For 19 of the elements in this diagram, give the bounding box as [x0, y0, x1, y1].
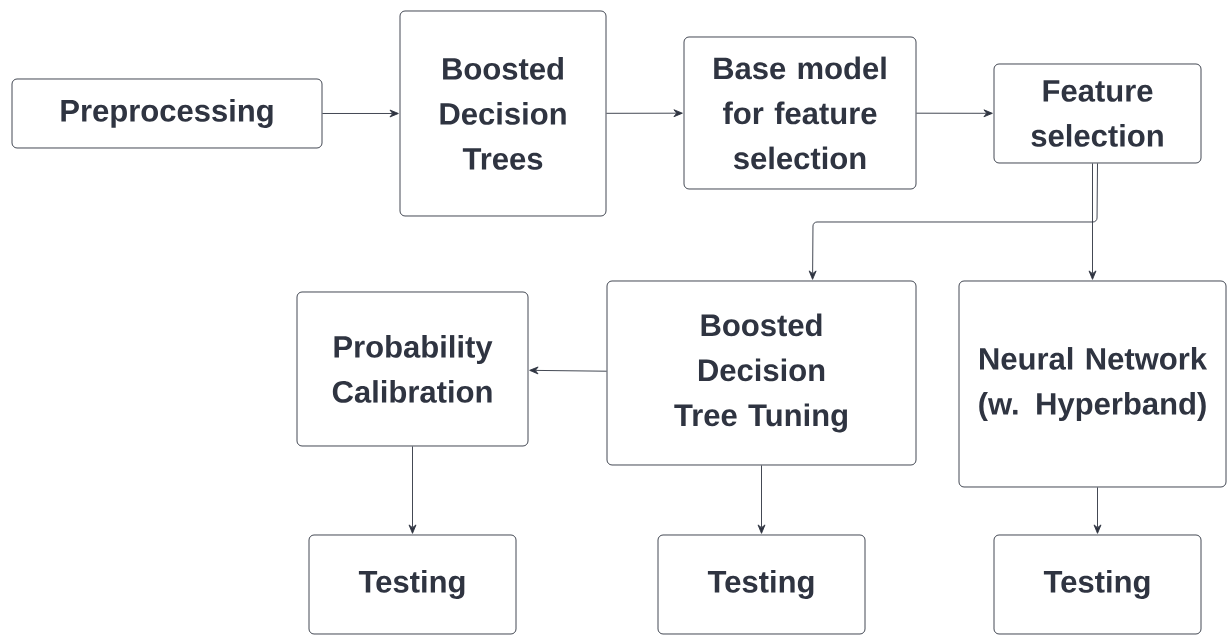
arrow — [408, 446, 417, 534]
process-box: Testing — [308, 534, 517, 635]
arrow — [757, 465, 766, 534]
process-box: Boosted Decision Trees — [399, 10, 607, 217]
arrow — [1093, 487, 1102, 534]
arrow — [916, 109, 993, 118]
process-box: Base model for feature selection — [683, 36, 917, 190]
process-box: Testing — [993, 534, 1202, 635]
arrow — [1088, 163, 1097, 280]
process-box: Preprocessing — [11, 78, 323, 149]
process-box: Testing — [657, 534, 866, 635]
arrow — [322, 109, 399, 118]
arrow — [808, 163, 1098, 280]
process-box: Boosted Decision Tree Tuning — [606, 280, 917, 466]
process-box: Probability Calibration — [296, 291, 529, 447]
process-box: Feature selection — [993, 63, 1202, 164]
arrow — [606, 109, 683, 118]
process-box: Neural Network (w. Hyperband) — [958, 280, 1227, 488]
arrow — [529, 366, 607, 375]
